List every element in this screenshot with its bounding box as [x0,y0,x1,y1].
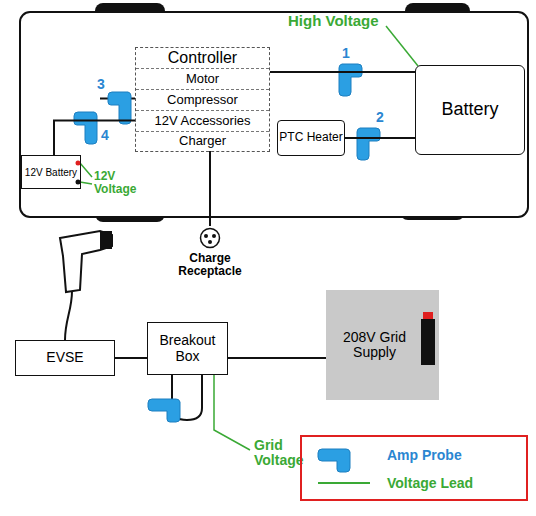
grid-supply: 208V Grid Supply [326,290,439,400]
legend-box: Amp ProbeVoltage Lead [300,435,528,501]
node-text: 208V Grid Supply [326,330,423,361]
receptacle-symbol [199,227,221,249]
node-text: Breakout Box [148,333,227,364]
receptacle-pin [212,234,216,238]
battery-box: 12V Battery [21,155,81,189]
row-band: Compressor [136,89,269,110]
plug-body [421,319,435,365]
wire [115,357,147,359]
receptacle-rim [201,229,220,248]
node-text: 12V Accessories [154,114,250,128]
node-text: Charger [179,134,226,148]
receptacle-pin [208,240,212,244]
plug-tip [423,312,433,319]
node-text: Controller [168,49,237,67]
battery-box: Battery [415,65,525,155]
plug-nozzle [100,231,112,249]
legend-probe [318,449,350,472]
receptacle-pin [204,234,208,238]
node-text: Compressor [167,93,238,107]
positive-terminal [76,161,81,166]
wire [54,121,136,156]
outlet-plug [421,312,437,368]
charge-receptacle: Charge Receptacle [161,226,259,283]
legend-lead [318,482,370,484]
negative-terminal [76,180,81,185]
row-band: Motor [136,68,269,89]
amp-probe [357,128,380,160]
controller-box: ControllerMotorCompressor 12V Accessories… [135,47,270,152]
row-band: 12V Accessories [136,110,269,131]
row-band: Charger [136,131,269,151]
wire [345,137,415,139]
plug-cable [65,291,72,340]
voltage-lead [386,26,418,66]
node-text: EVSE [46,350,83,365]
amp-probe [148,399,180,422]
wire [209,151,211,226]
voltage-lead [80,163,92,184]
wire [270,71,415,73]
heater-box: PTC Heater [277,120,345,156]
node-text: 12V Battery [25,167,77,178]
voltage-label: High Voltage [288,13,379,30]
amp-probe [108,92,131,124]
car-body [20,12,528,217]
node-text: Charge Receptacle [161,252,259,278]
node-text: PTC Heater [279,131,342,144]
callout-number: 1 [342,46,350,61]
evse-box: EVSE [15,340,115,376]
callout-number: 4 [101,128,109,143]
wire [228,357,326,359]
legend-text: Amp Probe [387,447,462,463]
node-text: Battery [441,100,498,120]
voltage-label: 12V Voltage [94,170,144,196]
node-text: Motor [186,72,219,86]
voltage-lead [214,375,250,450]
legend-text: Voltage Lead [387,475,473,491]
charge-plug [60,231,112,292]
amp-probe [74,112,97,144]
callout-number: 2 [376,110,384,125]
breakout-box: Breakout Box [147,322,228,375]
voltage-label: Grid Voltage [254,438,314,469]
callout-number: 3 [97,77,105,92]
amp-probe [339,64,362,96]
